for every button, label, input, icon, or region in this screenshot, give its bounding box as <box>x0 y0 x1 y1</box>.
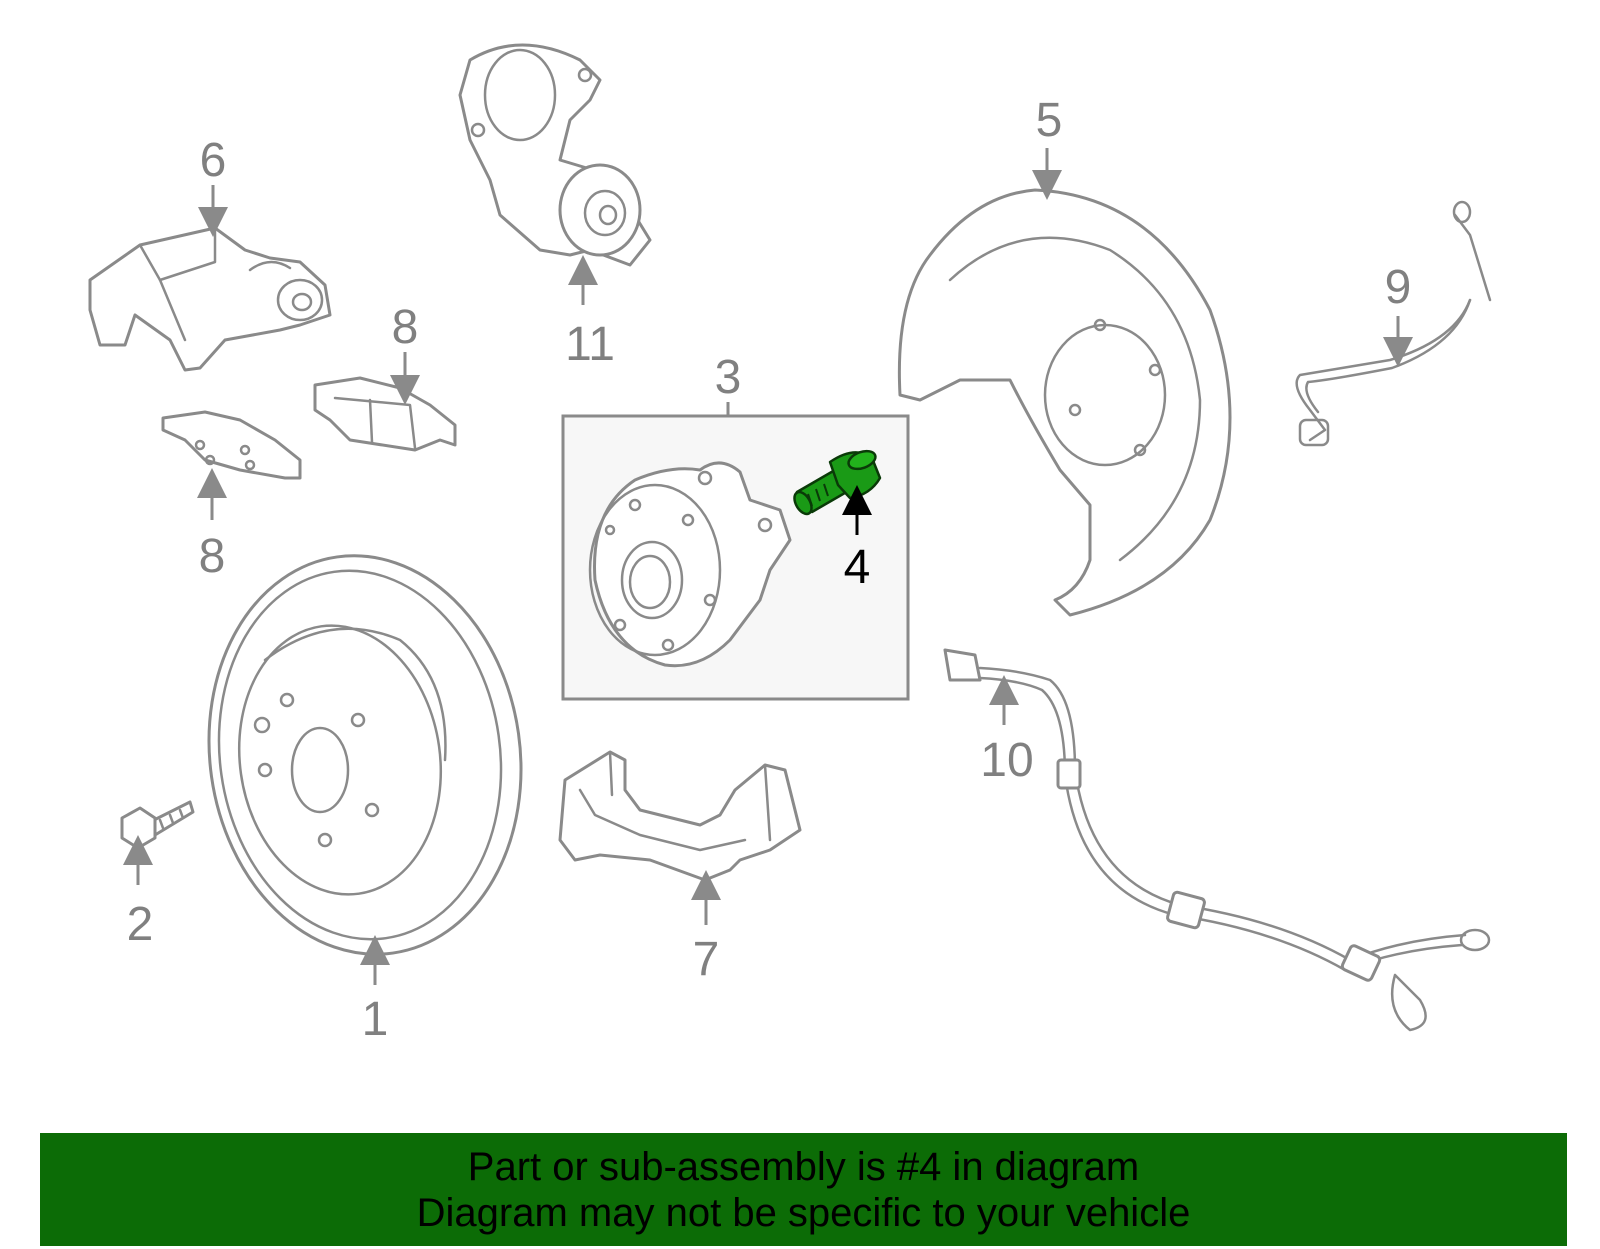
callout-label-8-lower: 8 <box>199 530 226 583</box>
part-1-brake-rotor[interactable] <box>184 535 547 974</box>
part-6-caliper[interactable] <box>88 226 332 372</box>
callout-label-8-upper: 8 <box>392 301 419 354</box>
part-8-brake-pad-upper[interactable] <box>313 376 457 452</box>
part-5-backing-plate[interactable] <box>897 188 1232 617</box>
callout-label-1: 1 <box>362 993 389 1046</box>
callout-5: 5 <box>1032 94 1063 200</box>
callout-10: 10 <box>980 675 1034 787</box>
callout-label-4: 4 <box>844 541 871 594</box>
callout-label-11: 11 <box>565 318 615 371</box>
callout-8-upper: 8 <box>390 301 420 405</box>
callout-8-lower: 8 <box>197 468 227 583</box>
callout-4: 4 <box>842 485 872 594</box>
callout-label-2: 2 <box>127 898 154 951</box>
part-9-brake-hose[interactable] <box>1295 200 1492 447</box>
callout-11: 11 <box>565 255 615 371</box>
callout-1: 1 <box>360 935 390 1046</box>
callout-label-3: 3 <box>715 351 742 404</box>
callout-2: 2 <box>123 835 154 951</box>
part-10-wheel-speed-sensor[interactable] <box>943 648 1491 1032</box>
callout-3: 3 <box>715 351 742 416</box>
banner-line-disclaimer: Diagram may not be specific to your vehi… <box>416 1190 1191 1235</box>
callout-7: 7 <box>691 870 721 986</box>
part-3-hub-bearing[interactable] <box>588 461 792 668</box>
callout-label-9: 9 <box>1385 261 1412 314</box>
part-7-caliper-bracket[interactable] <box>558 750 802 882</box>
part-11-actuator-motor[interactable] <box>458 43 652 267</box>
callout-label-6: 6 <box>200 134 227 187</box>
callout-6: 6 <box>198 134 228 237</box>
callout-label-7: 7 <box>693 933 720 986</box>
info-banner: Part or sub-assembly is #4 in diagram Di… <box>40 1133 1567 1246</box>
banner-line-part-number: Part or sub-assembly is #4 in diagram <box>467 1144 1140 1189</box>
callout-9: 9 <box>1383 261 1413 367</box>
callout-label-10: 10 <box>980 734 1033 787</box>
part-8-brake-pad-lower[interactable] <box>161 410 302 480</box>
part-2-bolt[interactable] <box>120 800 195 850</box>
callout-label-5: 5 <box>1036 94 1063 147</box>
